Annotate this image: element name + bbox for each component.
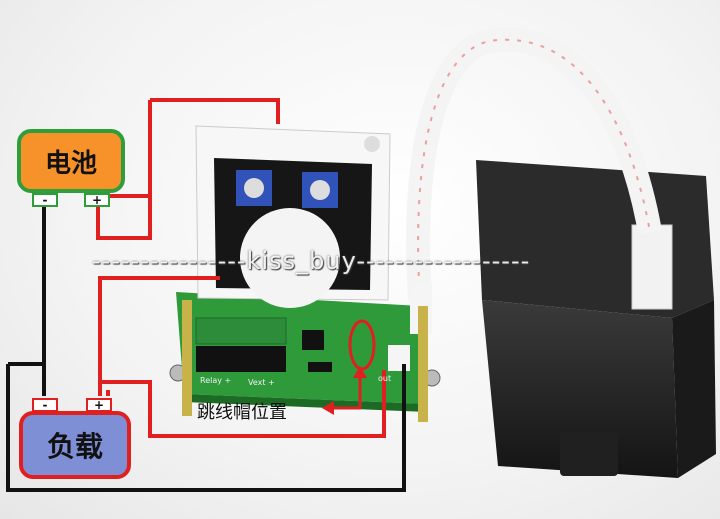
jumper-highlight bbox=[348, 319, 376, 371]
silk-vext: Vext + bbox=[248, 378, 275, 387]
silk-relay: Relay + bbox=[200, 376, 232, 385]
battery-label: 电池 bbox=[44, 148, 97, 179]
load-positive-terminal: + bbox=[86, 398, 112, 412]
battery-positive-terminal: + bbox=[84, 193, 110, 207]
jumper-position-label: 跳线帽位置 bbox=[197, 402, 287, 423]
wiring bbox=[6, 98, 406, 492]
battery-box: 电池 bbox=[17, 129, 125, 193]
load-negative-terminal: - bbox=[32, 398, 58, 412]
load-label: 负载 bbox=[46, 430, 103, 463]
silk-out: out bbox=[378, 374, 392, 383]
jumper-arrow bbox=[330, 376, 362, 410]
battery-negative-terminal: - bbox=[32, 193, 58, 207]
watermark-text: ----------------kiss_buy----------------… bbox=[92, 247, 531, 275]
current-sensor bbox=[182, 125, 428, 422]
display-module bbox=[476, 160, 716, 478]
load-box: 负载 bbox=[19, 411, 131, 479]
